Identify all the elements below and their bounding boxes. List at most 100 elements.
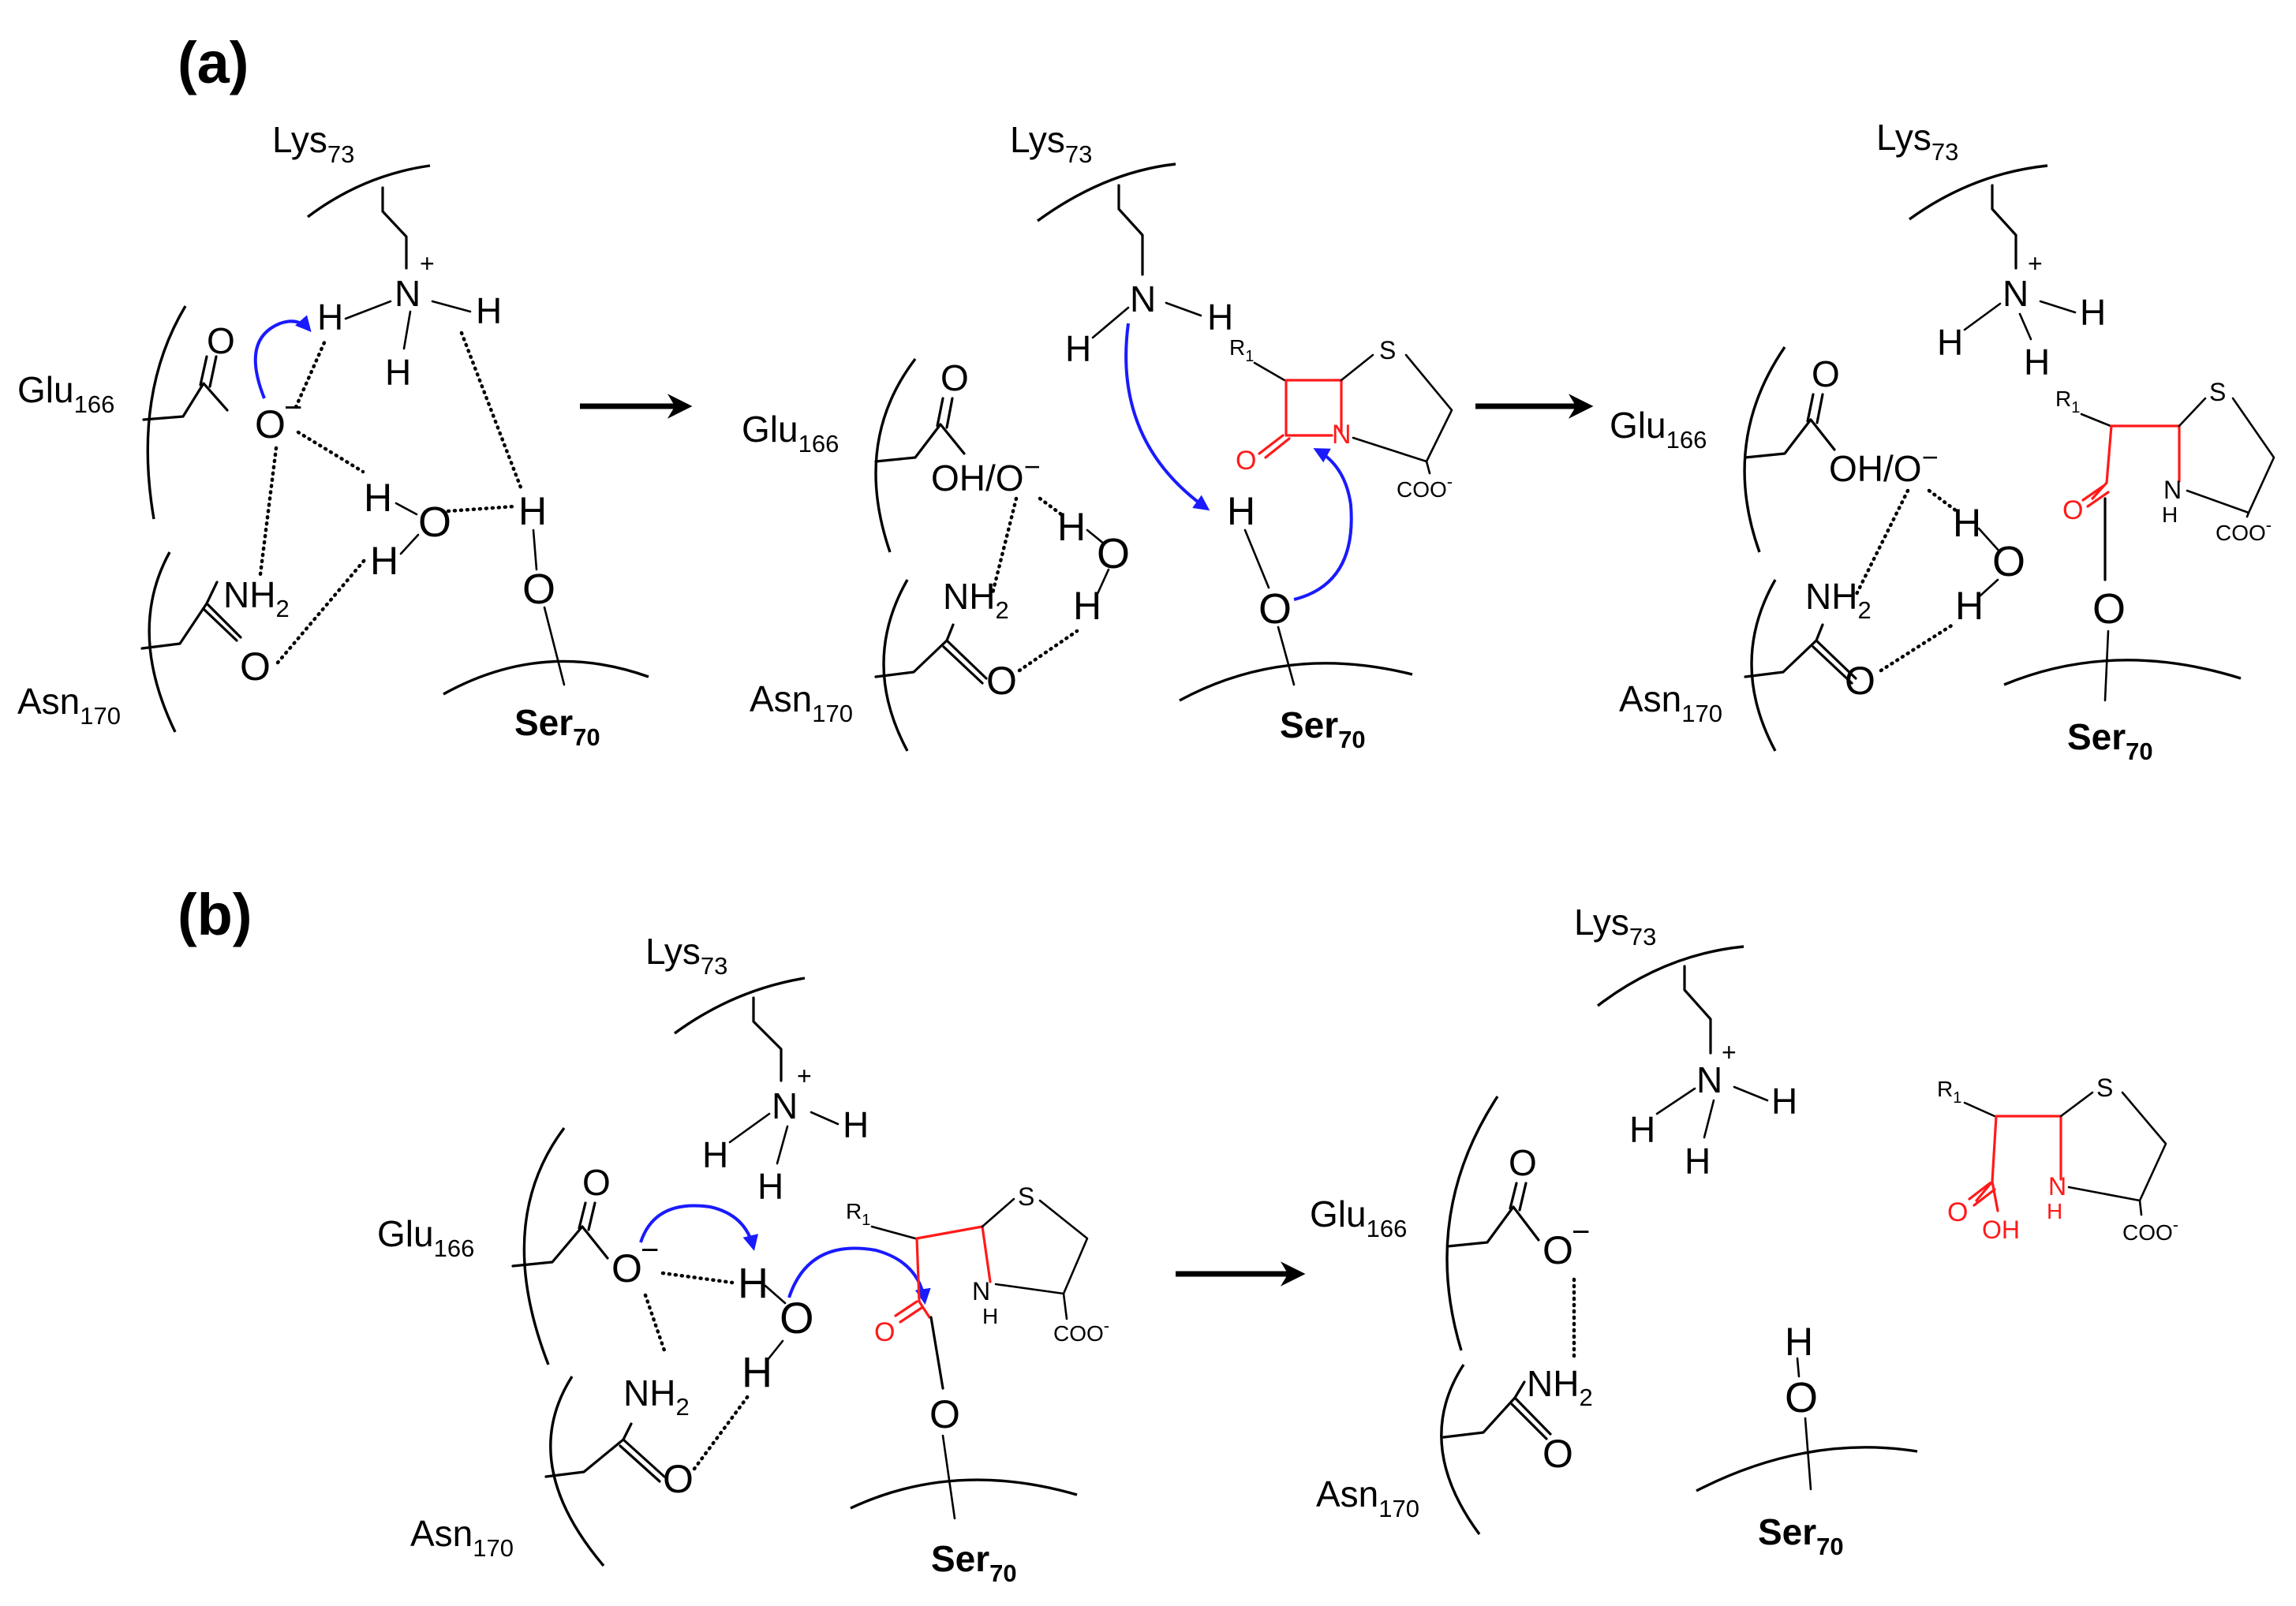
glu166-carbonyl: [199, 355, 218, 388]
hbond-glu-asn: [990, 496, 1019, 596]
glu166-carbonyl-oxygen: O: [940, 357, 969, 398]
hbond-lys-ser: [459, 331, 523, 490]
ser70-backbone-arc: [443, 659, 649, 696]
glu166-label: Glu166: [742, 409, 839, 458]
water-oxygen: O: [780, 1293, 814, 1343]
ser70-hydroxyl-h: H: [1785, 1320, 1813, 1364]
ser70-label: Ser70: [1758, 1511, 1844, 1560]
lys73-backbone-arc: [1596, 945, 1744, 1007]
water-h-top: H: [364, 476, 392, 520]
lys73-backbone-arc: [1036, 162, 1176, 222]
water-bonds: [395, 502, 420, 555]
lys73-backbone-arc: [306, 164, 431, 218]
panel-a-step-2: Lys73 N H H Glu166 O OH/O− H O H Asn170 …: [742, 119, 1453, 753]
ser70-oxygen: O: [1785, 1374, 1818, 1421]
carboxylic-acid-bonds: [1968, 1180, 1999, 1212]
asn170-carbonyl-oxygen: O: [240, 644, 271, 689]
hbond-glu-water: [1927, 488, 1959, 514]
positive-charge: +: [420, 249, 435, 278]
water-h-top: H: [738, 1260, 768, 1307]
carboxylate-label: COO-: [1053, 1316, 1109, 1346]
lys73-h-left: H: [1937, 322, 1963, 363]
carboxylate-label: COO-: [2216, 515, 2272, 545]
asn170-label: Asn170: [410, 1513, 514, 1562]
lys73-backbone-arc: [673, 977, 806, 1035]
hydrolytic-attack-arrow: [787, 1246, 931, 1305]
acyl-oxygen: O: [2062, 495, 2083, 525]
glu166-oh-or-o: OH/O−: [931, 450, 1041, 499]
lys73-h-left: H: [317, 297, 343, 338]
lys73-backbone-arc: [1909, 164, 2048, 221]
carboxylate-bond: [1425, 460, 1431, 475]
carboxylate-bond: [1062, 1292, 1068, 1320]
r1-label: R1: [1937, 1077, 1961, 1107]
amine-hydrogen: H: [2162, 502, 2178, 527]
glu166-carbonyl-oxygen: O: [1812, 353, 1840, 394]
ester-bond: [929, 1316, 944, 1390]
ser70-oxygen: O: [2092, 585, 2126, 633]
ser70-backbone-arc: [1696, 1446, 1918, 1492]
acyl-carbonyl: [894, 1300, 923, 1324]
asn170-side-chain: [1442, 1380, 1552, 1439]
ser70-hydroxyl-h: H: [1227, 489, 1255, 533]
sulfur-atom: S: [2096, 1074, 2113, 1102]
hbond-glu-asn: [1853, 488, 1910, 598]
r1-bond: [1963, 1101, 1996, 1118]
glu166-carboxylate-oxygen: O: [1543, 1228, 1573, 1272]
glu166-backbone-arc: [146, 305, 187, 520]
ser70-bonds: [532, 528, 566, 686]
asn170-backbone-arc: [882, 579, 909, 752]
sulfur-atom: S: [2209, 378, 2226, 406]
proton-transfer-arrow: [253, 315, 312, 399]
lactam-oxygen: O: [1236, 446, 1256, 476]
asn170-amine: NH2: [1805, 576, 1872, 624]
lys73-nitrogen: N: [395, 273, 421, 314]
ser70-label: Ser70: [514, 702, 600, 751]
asn170-amine: NH2: [623, 1373, 690, 1421]
thiazolidine-ring: [1340, 353, 1453, 463]
asn170-carbonyl-oxygen: O: [986, 659, 1017, 703]
r1-bond: [870, 1225, 917, 1240]
lys73-label: Lys73: [1010, 119, 1092, 168]
ser70-oxygen: O: [929, 1392, 960, 1436]
glu166-carbonyl-oxygen: O: [582, 1162, 611, 1203]
hbond-glu-water: [1038, 496, 1064, 517]
lys73-h-right: H: [2080, 292, 2106, 333]
glu166-side-chain: [1744, 418, 1836, 459]
negative-charge: −: [641, 1233, 659, 1268]
acid-hydroxyl: OH: [1982, 1216, 2020, 1244]
positive-charge: +: [2028, 249, 2043, 278]
glu166-carbonyl-oxygen: O: [207, 320, 235, 361]
lys73-h-bottom: H: [2024, 342, 2050, 383]
lys73-nh-bonds: [1091, 301, 1202, 339]
thiazolidine-ring: [2178, 397, 2275, 514]
hbond-glu-water: [296, 430, 365, 474]
lys73-side-chain: [1117, 184, 1144, 276]
water-oxygen: O: [1992, 538, 2025, 585]
glu166-carbonyl: [1806, 393, 1824, 424]
glu166-side-chain: [142, 382, 229, 421]
asn170-backbone-arc: [549, 1376, 605, 1567]
general-base-arrow: [639, 1204, 759, 1251]
ser70-bond: [941, 1434, 956, 1520]
asn170-label: Asn170: [1619, 678, 1722, 727]
acyl-carbonyl: [2081, 484, 2110, 508]
ser70-oxygen: O: [1258, 585, 1292, 633]
r1-label: R1: [846, 1199, 870, 1229]
panel-b-label: (b): [178, 882, 252, 947]
hbond-glu-lys: [294, 338, 327, 409]
r1-bond: [2080, 413, 2112, 428]
lys73-h-left: H: [1629, 1109, 1655, 1150]
sulfur-atom: S: [1018, 1182, 1034, 1211]
glu166-carbonyl: [578, 1201, 596, 1231]
amine-nitrogen: N: [2163, 476, 2182, 504]
asn170-carbonyl-oxygen: O: [663, 1457, 694, 1501]
glu166-side-chain: [874, 423, 966, 463]
glu166-oh-or-o: OH/O−: [1829, 441, 1939, 489]
acyl-oxygen: O: [874, 1317, 895, 1347]
r1-label: R1: [1229, 335, 1254, 365]
panel-b-step-1: Lys73 N + H H H Glu166 O O − H O H Asn17…: [377, 931, 1109, 1587]
ser70-backbone-arc: [1179, 662, 1413, 702]
lys73-h-right: H: [476, 290, 502, 331]
